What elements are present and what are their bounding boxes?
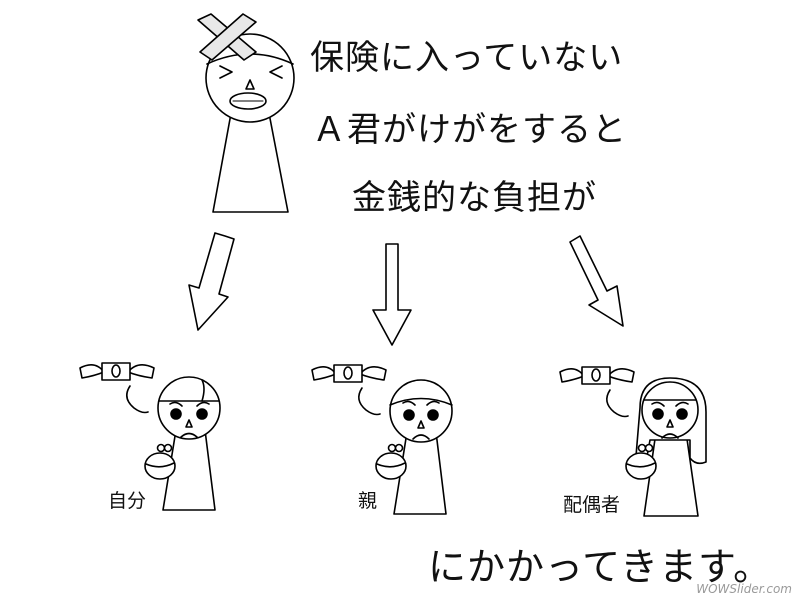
label-parent: 親 <box>358 490 378 512</box>
label-spouse: 配偶者 <box>563 494 621 516</box>
headline-line-2: Ａ君がけがをすると <box>312 110 627 150</box>
headline-line-3: 金銭的な負担が <box>352 178 597 218</box>
person-parent <box>311 364 453 515</box>
label-self: 自分 <box>108 490 147 512</box>
coin-purse-icon <box>375 443 407 480</box>
coin-purse-icon <box>625 443 657 480</box>
person-spouse <box>559 366 707 517</box>
flying-money-icon <box>559 366 635 418</box>
down-arrow-icon <box>188 232 235 331</box>
x-mark-icon <box>197 13 257 61</box>
spouse-head <box>641 381 699 439</box>
headline-line-1: 保険に入っていない <box>310 38 624 78</box>
flying-money-icon <box>79 362 155 414</box>
watermark: WOWSlider.com <box>696 582 792 596</box>
person-a-nose <box>245 79 255 90</box>
coin-purse-icon <box>144 443 176 480</box>
person-self <box>79 362 221 511</box>
footer-text: にかかってきます。 <box>428 545 773 589</box>
down-arrow-icon <box>569 235 624 327</box>
person-a-pained-eyes <box>219 65 283 79</box>
down-arrow-icon <box>372 243 412 346</box>
injured-person-a <box>197 13 295 213</box>
parent-head <box>389 379 453 443</box>
person-a-body <box>212 107 289 213</box>
self-head <box>157 376 221 440</box>
flying-money-icon <box>311 364 387 416</box>
